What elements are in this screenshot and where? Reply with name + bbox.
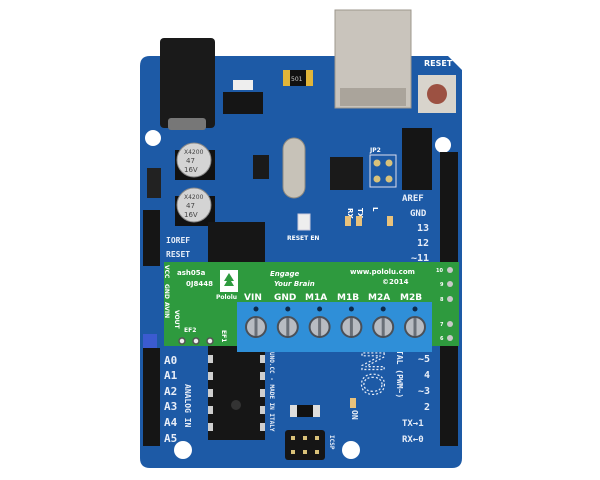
screw-terminal-vin[interactable] (245, 306, 267, 338)
reset-en-label: RESET EN (287, 235, 319, 242)
slogan-line-1: Engage (270, 270, 300, 278)
svg-text:A4: A4 (164, 416, 178, 429)
svg-text:VCC: VCC (163, 265, 170, 279)
made-in-italy-label: UNO.CC - MADE IN ITALY (268, 352, 275, 432)
terminal-block (237, 302, 432, 352)
shield-pin-numbers: 10 9 8 7 6 (436, 268, 444, 342)
svg-text:RX←0: RX←0 (402, 435, 424, 445)
pololu-logo-text: Pololu (216, 294, 237, 301)
svg-text:47: 47 (186, 157, 195, 165)
svg-text:A5: A5 (164, 432, 177, 445)
pwm-label: TAL (PWM~) (395, 350, 404, 398)
mounting-hole (145, 130, 161, 146)
screw-terminal-gnd[interactable] (276, 306, 299, 338)
svg-text:~11: ~11 (411, 253, 429, 264)
svg-text:M1A: M1A (305, 293, 327, 303)
shield-year: ©2014 (382, 278, 409, 286)
mounting-hole (435, 137, 451, 153)
digital-labels-top: AREF GND 13 12 ~11 (402, 194, 429, 264)
svg-text:M2A: M2A (368, 293, 390, 303)
svg-text:X4200: X4200 (184, 194, 204, 201)
svg-text:8: 8 (440, 297, 444, 303)
digital-labels-bottom: ~5 4 ~3 2 TX→1 RX←0 (402, 354, 430, 445)
reset-label: RESET (424, 59, 453, 68)
usb-chip (330, 157, 363, 190)
svg-text:VIN: VIN (244, 293, 262, 303)
svg-text:12: 12 (417, 238, 429, 249)
capacitor: X4200 47 16V (175, 142, 215, 180)
svg-text:~3: ~3 (418, 386, 430, 397)
capacitor: X4200 47 16V (175, 187, 215, 226)
svg-text:A3: A3 (164, 400, 177, 413)
power-header (143, 210, 160, 266)
svg-text:AREF: AREF (402, 194, 424, 204)
svg-text:47: 47 (186, 202, 195, 210)
svg-text:A0: A0 (164, 354, 177, 367)
screw-terminal-m1b[interactable] (340, 306, 363, 338)
shield-url: www.pololu.com (350, 268, 415, 276)
rx-label: RX (346, 208, 354, 219)
svg-text:2: 2 (424, 402, 430, 413)
icsp-header-bottom (285, 430, 325, 460)
ef2-label: EF2 (184, 327, 196, 334)
crystal (282, 137, 306, 199)
svg-text:GND: GND (274, 293, 296, 303)
svg-text:16V: 16V (184, 166, 198, 174)
voltage-regulator (223, 92, 263, 114)
shield-side-pins: VCC GND AVIN VOUT (163, 265, 180, 330)
ioref-label: IOREF (166, 236, 190, 245)
svg-text:TX→1: TX→1 (402, 419, 424, 429)
fuse-label: 501 (291, 76, 303, 83)
icsp-label: ICSP (328, 435, 335, 450)
uno-logo-text: NO (354, 350, 389, 396)
svg-text:16V: 16V (184, 211, 198, 219)
power-jack (160, 38, 215, 128)
svg-text:M1B: M1B (337, 293, 359, 303)
mounting-hole (174, 441, 192, 459)
svg-text:M2B: M2B (400, 293, 422, 303)
mounting-hole (342, 441, 360, 459)
analog-labels: A0 A1 A2 A3 A4 A5 (164, 354, 178, 445)
analog-in-label: ANALOG IN (183, 384, 192, 428)
screw-terminal-m2b[interactable] (404, 306, 426, 338)
l-label: L (371, 207, 379, 212)
svg-text:A2: A2 (164, 385, 177, 398)
icsp-header-top (402, 128, 432, 190)
tx-label: TX (356, 208, 364, 219)
screw-terminal-m1a[interactable] (308, 306, 331, 338)
slogan-line-2: Your Brain (274, 280, 315, 288)
svg-text:4: 4 (424, 370, 430, 381)
svg-text:13: 13 (417, 223, 429, 234)
svg-text:VOUT: VOUT (173, 310, 180, 330)
svg-text:A1: A1 (164, 369, 178, 382)
svg-text:AVIN: AVIN (163, 302, 170, 318)
screw-terminal-m2a[interactable] (372, 306, 395, 338)
svg-text:10: 10 (436, 268, 443, 274)
svg-text:GND: GND (163, 284, 170, 299)
ef1-label: EF1 (220, 330, 227, 342)
svg-text:GND: GND (410, 209, 427, 219)
svg-text:~5: ~5 (418, 354, 430, 365)
analog-header (143, 348, 160, 446)
svg-text:X4200: X4200 (184, 149, 204, 156)
svg-text:6: 6 (440, 336, 444, 342)
on-label: ON (350, 410, 359, 420)
jp2-label: JP2 (369, 147, 381, 154)
shield-model: ash05a (177, 269, 206, 277)
svg-text:9: 9 (440, 282, 444, 288)
shield-serial: 0J8448 (186, 280, 213, 288)
reset-pin-label: RESET (166, 250, 190, 259)
svg-text:7: 7 (440, 322, 444, 328)
terminal-labels: VIN GND M1A M1B M2A M2B (244, 293, 422, 303)
